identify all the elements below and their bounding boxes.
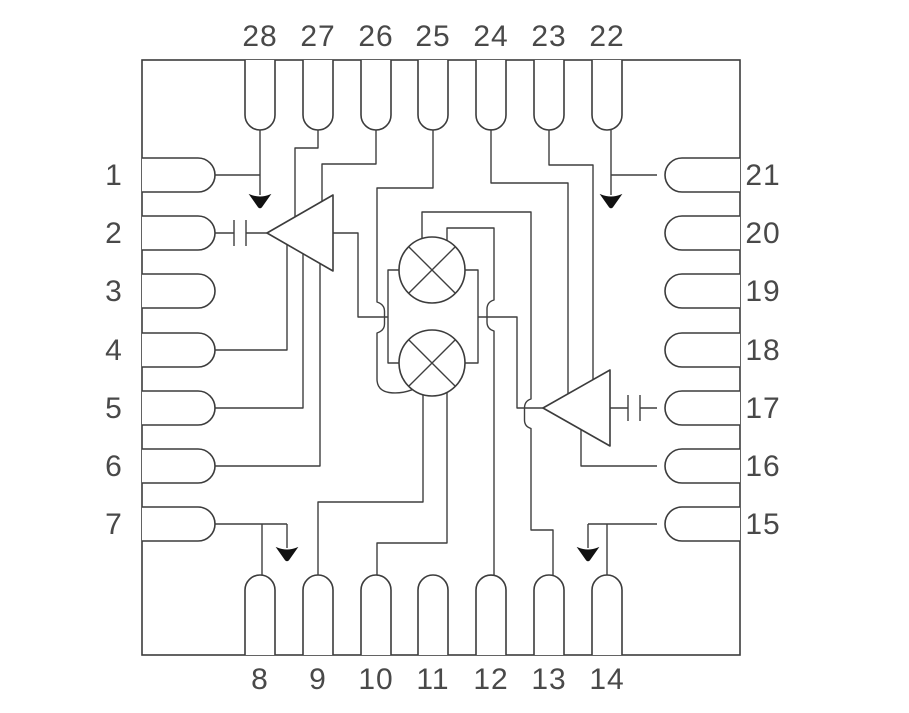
pin-label-1: 1	[105, 159, 123, 192]
wire-pin25-mixer2	[376, 130, 434, 394]
pin-labels: 28 27 26 25 24 23 22 1 2 3 4 5 6 7 21 20…	[105, 20, 780, 696]
wire-pin10-mixer2	[376, 392, 448, 575]
mixer-2	[398, 329, 466, 397]
pin-1	[142, 157, 216, 193]
pin-22	[591, 60, 623, 131]
pin-14	[591, 574, 623, 655]
capacitor-2	[627, 395, 641, 421]
pin-label-20: 20	[745, 217, 780, 250]
pin-15	[664, 506, 740, 542]
top-pins	[244, 60, 623, 131]
wire-mixer1-pin12	[446, 227, 495, 575]
wires	[215, 130, 657, 575]
pin-7	[142, 506, 216, 542]
pin-label-10: 10	[358, 663, 393, 696]
mixer-1-cross	[408, 246, 456, 294]
wire-mixer-right-bracket	[464, 269, 479, 364]
wire-pin15-pin14-gnd	[587, 523, 657, 575]
pin-12	[475, 574, 507, 655]
pin-label-9: 9	[309, 663, 327, 696]
pin-27	[302, 60, 334, 131]
pin-label-16: 16	[745, 450, 780, 483]
pin-19	[664, 273, 740, 309]
wire-pin7-pin8-gnd	[215, 523, 288, 575]
bottom-pins	[244, 574, 623, 655]
pin-6	[142, 448, 216, 484]
wire-pin6-amp1	[215, 263, 321, 467]
pin-label-12: 12	[473, 663, 508, 696]
pin-4	[142, 332, 216, 368]
wire-pin5-amp1	[215, 253, 304, 409]
pin-label-27: 27	[300, 20, 335, 53]
wire-mixer1-pin13	[421, 211, 554, 575]
pin-label-13: 13	[531, 663, 566, 696]
pin-20	[664, 215, 740, 251]
pin-11	[417, 574, 449, 655]
pin-label-11: 11	[416, 663, 449, 696]
pin-13	[533, 574, 565, 655]
wire-amp2-pin16	[580, 429, 657, 467]
wire-pin26-amp1	[321, 130, 377, 202]
ground-icon-top-right	[599, 193, 623, 209]
pin-label-17: 17	[745, 392, 780, 425]
wire-pin27-amp1	[294, 130, 319, 217]
wire-pin23-amp2	[548, 130, 594, 380]
components	[233, 193, 641, 562]
wire-amp1-out	[333, 232, 388, 318]
pin-label-22: 22	[589, 20, 624, 53]
pin-label-25: 25	[415, 20, 450, 53]
pin-label-28: 28	[242, 20, 277, 53]
pin-26	[360, 60, 392, 131]
pin-label-5: 5	[105, 392, 123, 425]
ground-icon-bottom-left	[275, 546, 299, 562]
pin-label-24: 24	[473, 20, 508, 53]
amplifier-2	[542, 369, 611, 447]
capacitor-1	[233, 220, 247, 246]
pin-5	[142, 390, 216, 426]
pin-label-14: 14	[589, 663, 624, 696]
pin-23	[533, 60, 565, 131]
wire-pin4-amp1	[215, 244, 288, 351]
pin-28	[244, 60, 276, 131]
pin-24	[475, 60, 507, 131]
wire-pin9-mixer2	[317, 394, 424, 575]
pin-18	[664, 332, 740, 368]
pin-8	[244, 574, 276, 655]
pin-16	[664, 448, 740, 484]
pin-label-19: 19	[745, 275, 780, 308]
mixer-1	[398, 236, 466, 304]
pin-21	[664, 157, 740, 193]
pin-label-15: 15	[745, 508, 780, 541]
left-pins	[142, 157, 216, 542]
pin-label-6: 6	[105, 450, 123, 483]
pin-label-7: 7	[105, 508, 123, 541]
pin-label-3: 3	[105, 275, 123, 308]
pin-9	[302, 574, 334, 655]
pin-label-8: 8	[251, 663, 269, 696]
right-pins	[664, 157, 740, 542]
wire-bracket-amp2-in	[478, 316, 543, 409]
pin-label-2: 2	[105, 217, 123, 250]
wire-mixer-left-bracket	[387, 269, 400, 364]
pin-2	[142, 215, 216, 251]
ground-icon-top-left	[248, 193, 272, 209]
mixer-2-cross	[408, 339, 456, 387]
pin-25	[417, 60, 449, 131]
pin-3	[142, 273, 216, 309]
pin-10	[360, 574, 392, 655]
pin-label-21: 21	[745, 159, 780, 192]
ground-icon-bottom-right	[576, 546, 600, 562]
pin-label-23: 23	[531, 20, 566, 53]
pin-label-26: 26	[358, 20, 393, 53]
pin-label-4: 4	[105, 334, 123, 367]
pin-label-18: 18	[745, 334, 780, 367]
pin-17	[664, 390, 740, 426]
amplifier-1	[266, 194, 334, 272]
wire-pin24-amp2	[490, 130, 569, 394]
